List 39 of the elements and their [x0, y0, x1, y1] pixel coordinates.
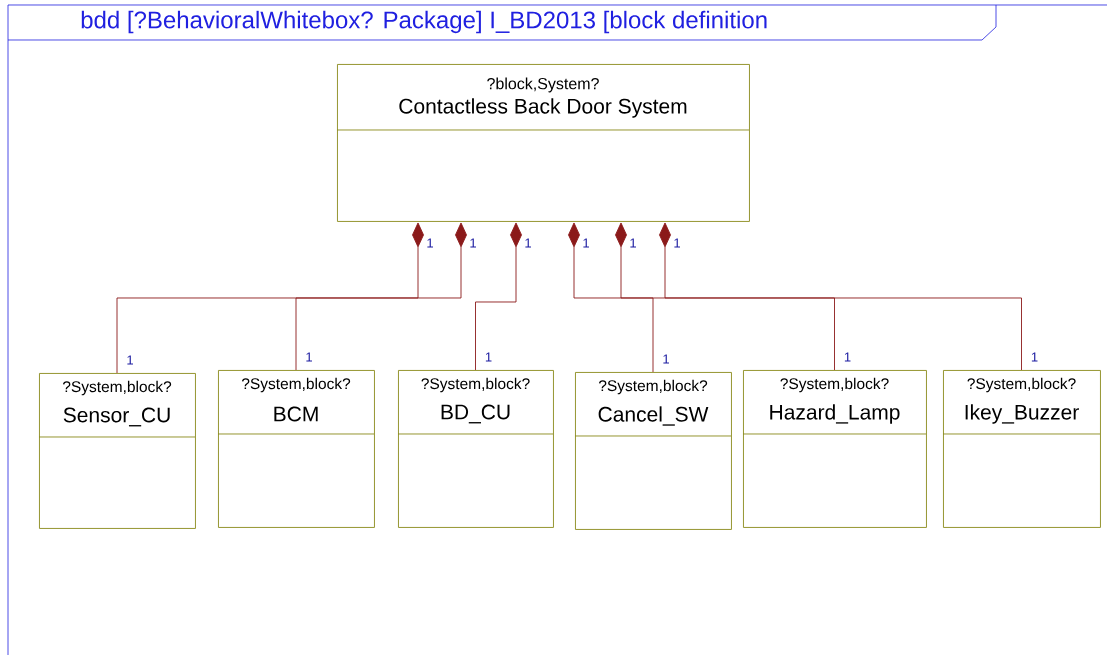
stereotype: ?System,block?	[598, 379, 708, 395]
block-box	[38, 373, 196, 529]
block-name: Hazard_Lamp	[770, 404, 900, 424]
multiplicity: 1	[427, 238, 433, 248]
stereotype: ?System,block?	[967, 377, 1076, 393]
stereotype: ?System,block?	[780, 377, 889, 393]
block-name: Contactless Back Door System	[399, 98, 687, 118]
composition-line	[116, 222, 424, 374]
block-name: Sensor_CU	[63, 407, 170, 427]
block-box	[942, 370, 1101, 528]
block-box	[397, 370, 554, 528]
block-box	[336, 64, 750, 222]
multiplicity: 1	[485, 352, 492, 362]
multiplicity: 1	[470, 238, 476, 248]
multiplicity: 1	[1031, 352, 1038, 362]
block-name: Cancel_SW	[598, 406, 709, 426]
block-name: BCM	[274, 406, 318, 422]
multiplicity: 1	[525, 238, 531, 248]
block-box	[574, 372, 732, 530]
composition-line	[475, 222, 522, 371]
stereotype: ?System,block?	[62, 380, 172, 396]
stereotype: ?block,System?	[487, 77, 599, 93]
multiplicity: 1	[127, 355, 133, 365]
block-box	[217, 370, 375, 528]
composition-line	[295, 222, 467, 371]
composition-line	[615, 222, 835, 371]
multiplicity: 1	[630, 238, 636, 248]
multiplicity: 1	[306, 352, 312, 362]
multiplicity: 1	[674, 238, 680, 248]
composition-line	[659, 222, 1022, 371]
block-name: Ikey_Buzzer	[965, 404, 1079, 424]
block-name: BD_CU	[441, 404, 510, 424]
multiplicity: 1	[583, 238, 589, 248]
stereotype: ?System,block?	[241, 377, 351, 393]
composition-line	[568, 222, 654, 373]
block-box	[742, 370, 927, 528]
multiplicity: 1	[844, 352, 851, 362]
multiplicity: 1	[663, 354, 669, 364]
stereotype: ?System,block?	[421, 377, 530, 393]
